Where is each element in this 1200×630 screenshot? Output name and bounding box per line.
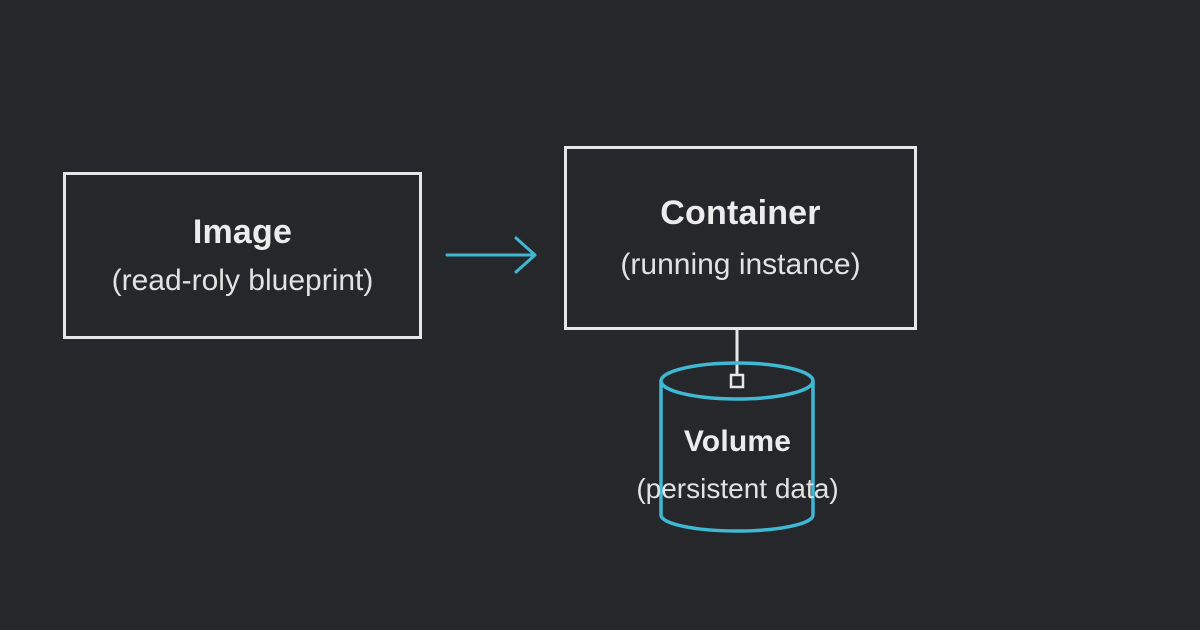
container-title: Container <box>660 193 821 232</box>
volume-title: Volume <box>683 425 792 458</box>
arrow-head <box>514 236 537 274</box>
volume-node: Volume (persistent data) <box>600 424 875 506</box>
image-title: Image <box>192 213 293 252</box>
cylinder-top <box>659 361 815 401</box>
connector-port <box>729 373 745 389</box>
volume-cylinder <box>659 361 815 533</box>
container-node: Container (running instance) <box>564 146 917 330</box>
container-subtitle: (running instance) <box>620 248 861 282</box>
arrow-image-to-container <box>445 236 537 274</box>
volume-subtitle: (persistent data) <box>636 473 839 504</box>
image-subtitle: (read-roly blueprint) <box>111 263 374 297</box>
cylinder-body <box>659 381 815 533</box>
image-node: Image (read-roly blueprint) <box>63 172 422 339</box>
